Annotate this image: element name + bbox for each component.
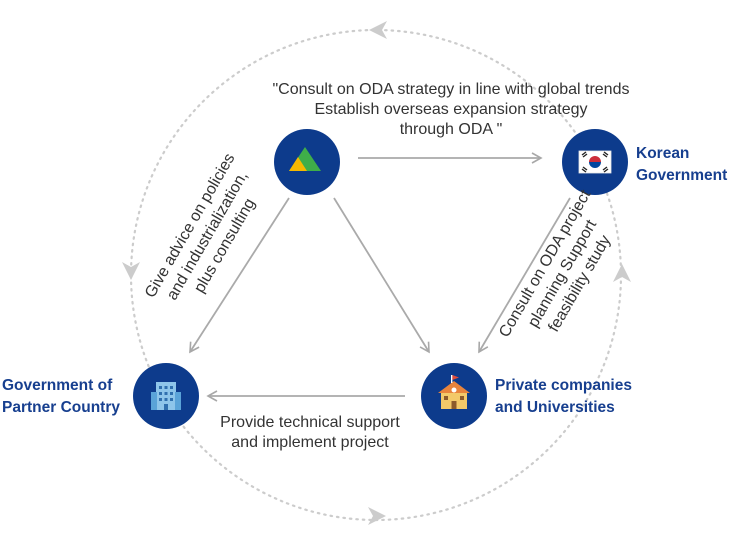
mountain-logo-icon	[289, 147, 321, 171]
arrow-center-to-private-companies	[333, 197, 430, 354]
node-private-companies	[421, 363, 487, 429]
korean-government-label-line2: Government	[636, 167, 728, 184]
korean-government-label-line1: Korean	[636, 145, 690, 162]
node-center	[274, 129, 340, 195]
korean-government-label: Korean Government	[636, 143, 727, 187]
korea-flag-icon	[578, 150, 612, 174]
edge-label-bottom-line2: and implement project	[231, 434, 389, 451]
partner-country-label-line2: Partner Country	[2, 399, 120, 416]
arrow-center-to-partner-country	[189, 197, 290, 354]
private-companies-label-line1: Private companies	[495, 377, 632, 394]
ring-arrow-right	[613, 264, 631, 282]
ring-arrow-top	[369, 21, 387, 39]
edge-label-top-line3: through ODA "	[399, 121, 503, 138]
private-companies-label-line2: and Universities	[495, 399, 615, 416]
edge-label-bottom: Provide technical support and implement …	[195, 413, 425, 453]
ring-arrow-left	[122, 262, 140, 280]
building-icon	[151, 382, 181, 410]
edge-label-top: "Consult on ODA strategy in line with gl…	[236, 80, 666, 140]
edge-label-bottom-line1: Provide technical support	[220, 414, 400, 431]
partner-country-label: Government of Partner Country	[2, 375, 120, 419]
edge-label-top-line1: "Consult on ODA strategy in line with gl…	[272, 81, 630, 98]
school-icon	[438, 375, 470, 409]
arrow-korean-government-to-private-companies	[478, 197, 571, 354]
partner-country-label-line1: Government of	[2, 377, 113, 394]
edge-label-top-line2: Establish overseas expansion strategy	[314, 101, 588, 118]
ring-arrow-bottom	[368, 507, 386, 525]
node-partner-country	[133, 363, 199, 429]
node-korean-government	[562, 129, 628, 195]
private-companies-label: Private companies and Universities	[495, 375, 632, 419]
